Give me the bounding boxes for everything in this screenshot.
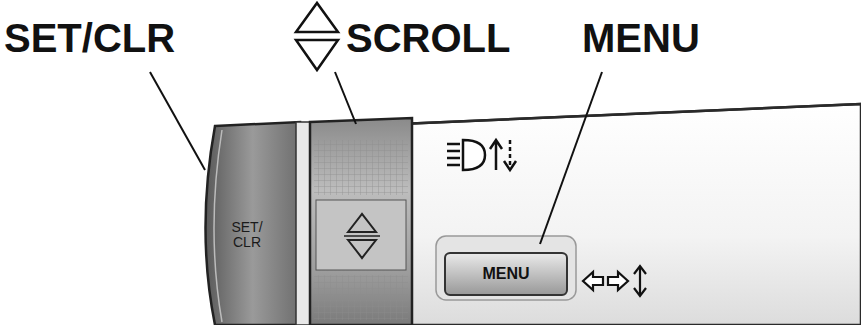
cap-highlight [214,130,222,322]
ring [296,122,310,325]
end-cap [206,122,301,325]
scroll-up-triangle [296,3,338,32]
callout-label: SCROLL [346,18,510,58]
cap-button: SET/ CLR [212,205,282,265]
button-recess [436,236,576,300]
wheel-knurling [314,275,408,320]
stalk-body [400,104,861,325]
button-text: MENU [482,266,529,283]
callout-label: SET/CLR [4,18,175,58]
button-text: SET/ CLR [227,220,267,249]
callout-label: MENU [582,18,700,58]
leader-line [150,72,205,170]
scroll-divider [344,235,380,237]
scroll-down-symbol [348,240,376,258]
leader-line [540,72,602,244]
wheel-knurling [314,140,408,195]
scroll-down-triangle [296,40,338,70]
scroll-wheel [310,118,412,325]
stalk-edge [400,104,861,124]
direction-symbol [583,266,646,296]
high-beam-symbol [447,140,516,170]
leader-line [335,72,356,124]
wheel-face [316,200,406,270]
scroll-up-symbol [348,214,376,232]
menu-button: MENU [444,252,568,296]
